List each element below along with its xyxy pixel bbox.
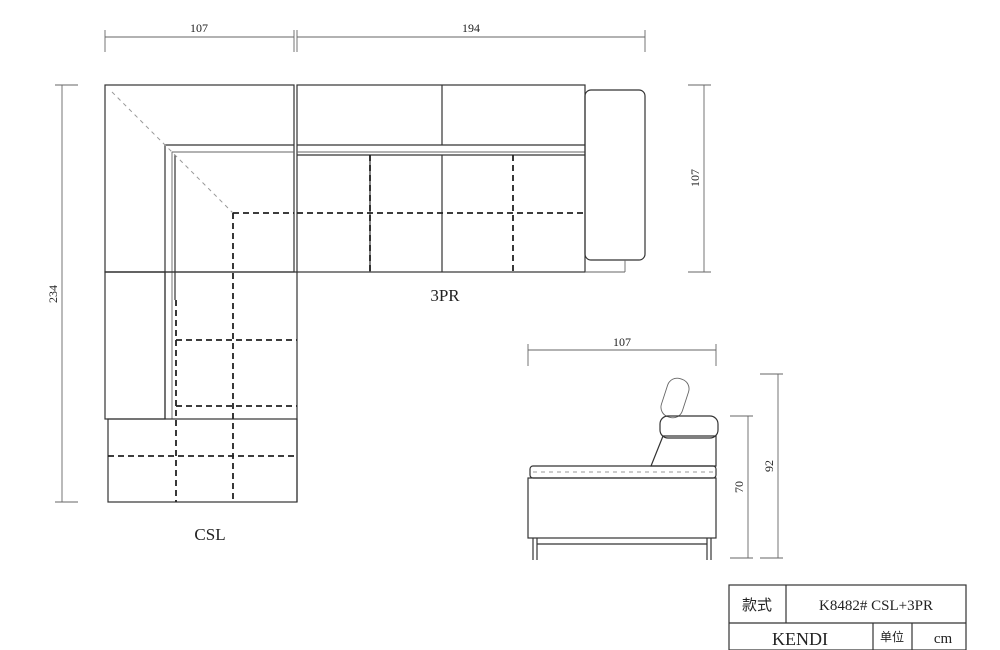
dim-depth-right: 107: [688, 169, 702, 187]
top-dimension-left: 107: [104, 21, 295, 52]
dim-width-right: 194: [462, 21, 480, 35]
title-unit-value: cm: [934, 631, 953, 647]
title-model-name: KENDI: [772, 629, 828, 649]
top-dimension-right: 194: [296, 21, 646, 52]
right-dimension: 107: [688, 84, 711, 273]
dim-width-left: 107: [190, 21, 208, 35]
title-block: 款式 K8482# CSL+3PR KENDI 单位 cm: [728, 584, 967, 650]
left-dimension: 234: [46, 84, 78, 503]
side-elevation: 107 70 92: [527, 335, 783, 560]
title-unit-label: 单位: [880, 629, 904, 644]
title-style-value: K8482# CSL+3PR: [819, 598, 933, 614]
dim-side-depth: 107: [613, 335, 631, 349]
dim-height-total: 234: [46, 285, 60, 303]
dim-total-height: 92: [762, 460, 776, 472]
plan-view: [104, 84, 646, 503]
title-style-label: 款式: [742, 597, 772, 614]
label-csl: CSL: [194, 525, 225, 544]
label-3pr: 3PR: [430, 286, 460, 305]
dim-seat-height: 70: [732, 481, 746, 493]
